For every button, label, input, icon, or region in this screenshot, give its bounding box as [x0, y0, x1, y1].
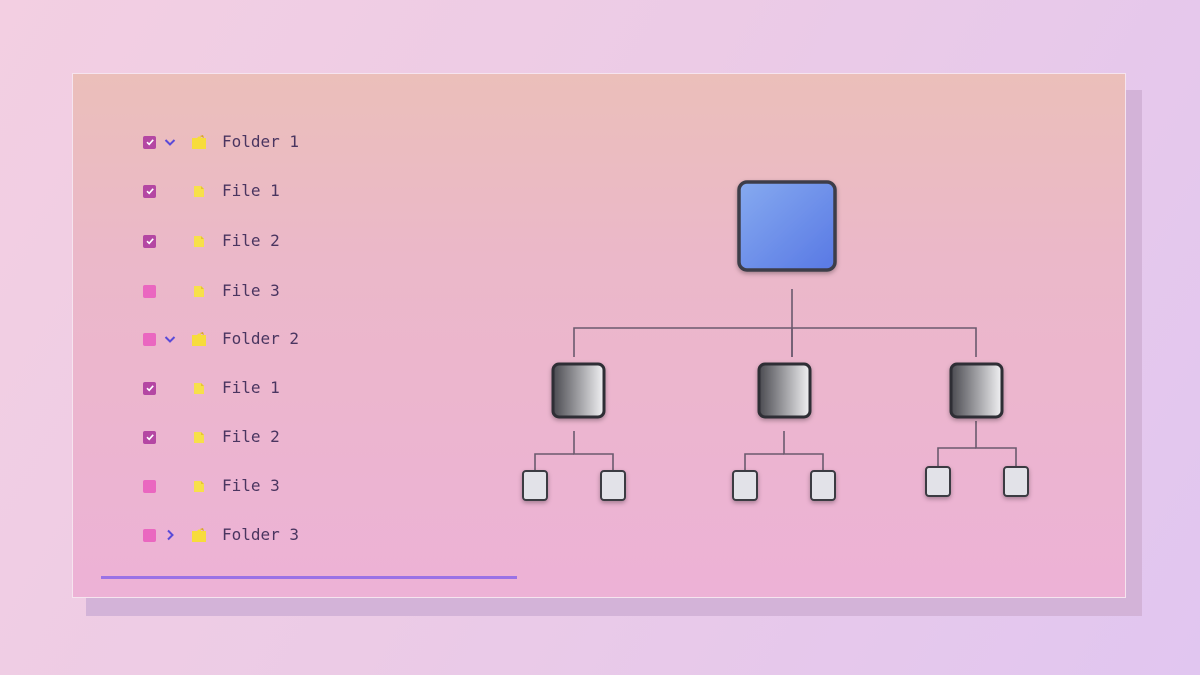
tree-item-label: File 3 [222, 476, 280, 495]
tree-item-label: Folder 1 [222, 132, 300, 151]
tree-row-file[interactable]: File 2 [143, 426, 280, 448]
leaf-node[interactable] [925, 466, 951, 497]
checkbox[interactable] [143, 430, 156, 444]
accent-underline [101, 576, 517, 579]
leaf-node[interactable] [600, 470, 626, 501]
file-icon [194, 383, 204, 394]
main-card: Folder 1 File 1 File 2 File 3 Folder 2 [72, 73, 1126, 598]
tree-row-file[interactable]: File 3 [143, 475, 280, 497]
child-node[interactable] [551, 362, 606, 419]
tree-row-folder-2[interactable]: Folder 2 [143, 328, 299, 350]
tree-row-folder-1[interactable]: Folder 1 [143, 131, 299, 153]
checkbox[interactable] [143, 135, 156, 149]
checkbox[interactable] [143, 184, 156, 198]
tree-item-label: File 1 [222, 181, 280, 200]
tree-item-label: File 1 [222, 378, 280, 397]
folder-icon [192, 332, 206, 346]
tree-row-file[interactable]: File 1 [143, 180, 280, 202]
tree-item-label: Folder 2 [222, 329, 300, 348]
tree-row-folder-3[interactable]: Folder 3 [143, 524, 299, 546]
leaf-node[interactable] [1003, 466, 1029, 497]
folder-icon [192, 135, 206, 149]
checkbox[interactable] [143, 332, 156, 346]
hierarchy-diagram [522, 180, 1029, 501]
folder-icon [192, 528, 206, 542]
checkbox[interactable] [143, 234, 156, 248]
file-icon [194, 432, 204, 443]
leaf-node[interactable] [810, 470, 836, 501]
checkbox[interactable] [143, 528, 156, 542]
chevron-down-icon[interactable] [163, 332, 177, 346]
tree-item-label: File 3 [222, 281, 280, 300]
file-icon [194, 286, 204, 297]
connector-lines [534, 289, 1017, 470]
root-node[interactable] [737, 180, 837, 272]
file-icon [194, 186, 204, 197]
tree-row-file[interactable]: File 1 [143, 377, 280, 399]
chevron-down-icon[interactable] [163, 135, 177, 149]
tree-row-file[interactable]: File 2 [143, 230, 280, 252]
checkbox[interactable] [143, 381, 156, 395]
chevron-right-icon[interactable] [163, 528, 177, 542]
checkbox[interactable] [143, 479, 156, 493]
file-icon [194, 481, 204, 492]
checkbox[interactable] [143, 284, 156, 298]
leaf-node[interactable] [732, 470, 758, 501]
child-node[interactable] [949, 362, 1004, 419]
tree-item-label: File 2 [222, 427, 280, 446]
file-icon [194, 236, 204, 247]
tree-row-file[interactable]: File 3 [143, 280, 280, 302]
tree-item-label: Folder 3 [222, 525, 300, 544]
child-node[interactable] [757, 362, 812, 419]
tree-item-label: File 2 [222, 231, 280, 250]
leaf-node[interactable] [522, 470, 548, 501]
